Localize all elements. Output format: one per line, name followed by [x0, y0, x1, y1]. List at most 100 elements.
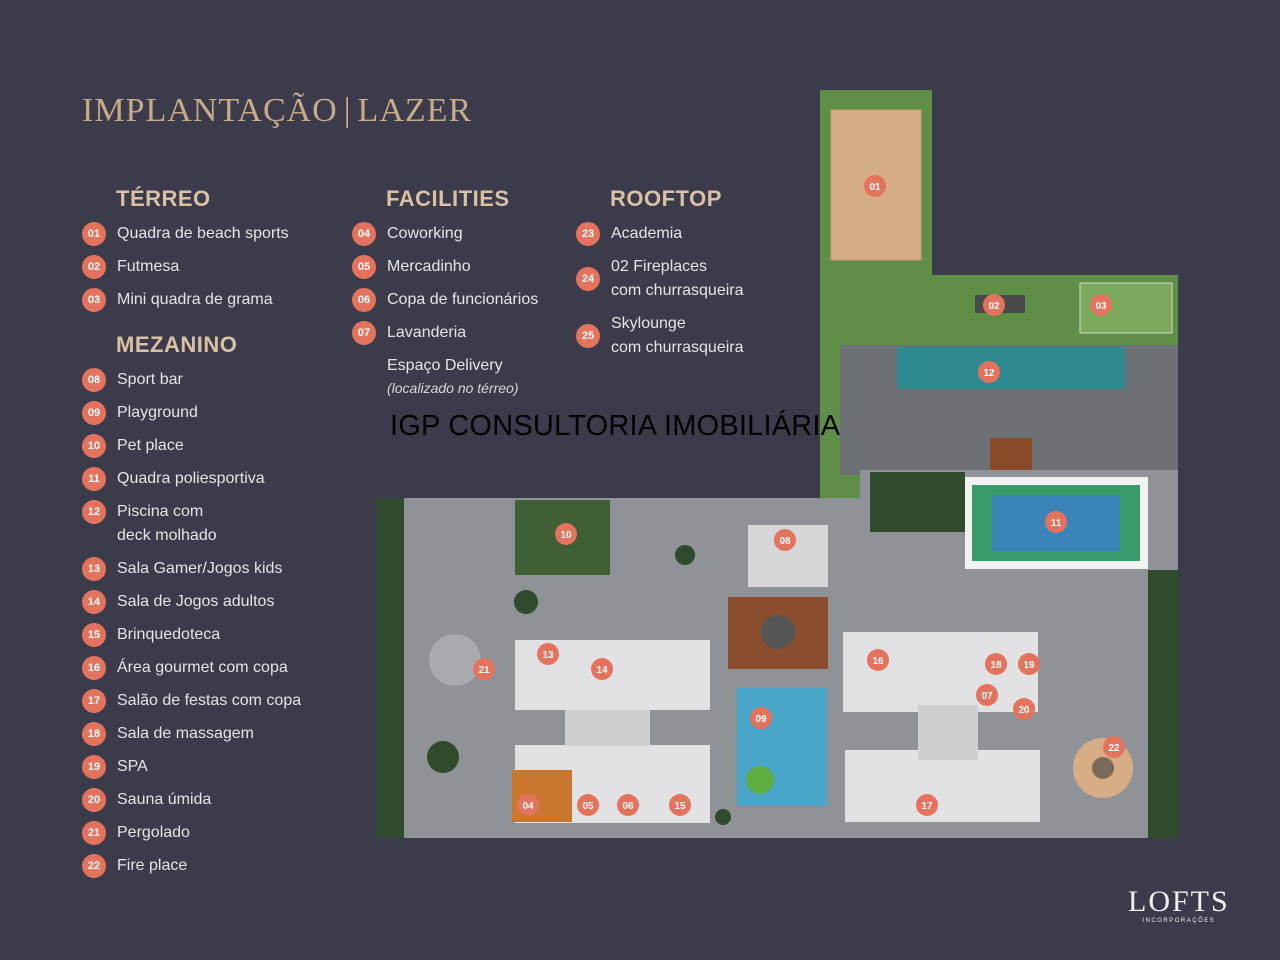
- legend-number-badge: 18: [82, 722, 106, 746]
- map-marker: 18: [985, 653, 1007, 675]
- legend-number-badge: 24: [576, 267, 600, 291]
- legend-label: Piscina com: [117, 503, 204, 520]
- legend-item: 02 Futmesa: [82, 255, 301, 279]
- legend-label: Skylounge: [611, 315, 686, 332]
- map-marker-label: 05: [582, 801, 594, 812]
- legend-number-badge: 21: [82, 821, 106, 845]
- tree: [675, 545, 695, 565]
- map-marker: 21: [473, 658, 495, 680]
- legend-label-line2: deck molhado: [117, 527, 217, 544]
- legend-item: 08 Sport bar: [82, 368, 301, 392]
- legend-item: 01 Quadra de beach sports: [82, 222, 301, 246]
- vegetation-north: [870, 472, 965, 532]
- legend-label: Sport bar: [117, 371, 183, 388]
- map-marker-label: 20: [1018, 705, 1030, 716]
- map-marker-label: 01: [869, 182, 881, 193]
- legend-label: Pet place: [117, 437, 184, 454]
- legend-number-badge: 04: [352, 222, 376, 246]
- title-right: LAZER: [357, 92, 473, 129]
- page-title: IMPLANTAÇÃO|LAZER: [82, 92, 472, 130]
- map-marker: 19: [1018, 653, 1040, 675]
- legend-column-left: TÉRREO 01 Quadra de beach sports 02 Futmes…: [82, 186, 301, 887]
- legend-number-badge: 10: [82, 434, 106, 458]
- map-marker-label: 07: [981, 691, 993, 702]
- legend-label: Playground: [117, 404, 198, 421]
- legend-item: 23 Academia: [576, 222, 744, 246]
- legend-label: Academia: [611, 225, 683, 242]
- map-marker-label: 12: [983, 368, 995, 379]
- legend-number-badge: 15: [82, 623, 106, 647]
- map-marker-label: 11: [1051, 518, 1062, 529]
- map-marker-label: 08: [779, 536, 791, 547]
- tree: [715, 809, 731, 825]
- mini-grass-court: [1079, 282, 1173, 334]
- legend-label: Copa de funcionários: [387, 291, 539, 308]
- map-marker-label: 04: [522, 801, 534, 812]
- section-heading-facilities: FACILITIES: [386, 186, 510, 211]
- map-marker: 02: [983, 294, 1005, 316]
- legend-number-badge: 25: [576, 324, 600, 348]
- legend-number-badge: 20: [82, 788, 106, 812]
- tree: [427, 741, 459, 773]
- legend-label: Sala Gamer/Jogos kids: [117, 560, 283, 577]
- brand-logo: LOFTS INCORPORAÇÕES: [1128, 885, 1230, 925]
- logo-name: LOFTS: [1128, 885, 1230, 918]
- map-marker-label: 22: [1108, 743, 1120, 754]
- map-marker: 09: [750, 707, 772, 729]
- map-marker: 13: [537, 643, 559, 665]
- section-heading-terreo: TÉRREO: [116, 186, 211, 211]
- title-left: IMPLANTAÇÃO: [82, 92, 338, 129]
- map-marker-label: 16: [872, 656, 884, 667]
- map-marker: 20: [1013, 698, 1035, 720]
- legend-label: Futmesa: [117, 258, 180, 275]
- section-heading-rooftop: ROOFTOP: [610, 186, 722, 211]
- map-marker: 11: [1045, 511, 1067, 533]
- legend-label-group: Piscina com deck molhado: [117, 500, 217, 548]
- legend-number-badge: 08: [82, 368, 106, 392]
- building-east-lower: [845, 750, 1040, 822]
- map-marker: 06: [617, 794, 639, 816]
- legend-number-badge: 02: [82, 255, 106, 279]
- map-marker-label: 15: [674, 801, 686, 812]
- map-marker-label: 21: [478, 665, 490, 676]
- map-marker-label: 06: [622, 801, 634, 812]
- legend-label: Fire place: [117, 857, 188, 874]
- legend-number-badge: 12: [82, 500, 106, 524]
- legend-number-badge: 11: [82, 467, 106, 491]
- legend-number-badge: 01: [82, 222, 106, 246]
- vegetation-east: [1148, 570, 1178, 838]
- legend-label: Sala de massagem: [117, 725, 254, 742]
- central-deck-planter: [761, 615, 795, 649]
- title-separator: |: [343, 92, 352, 129]
- legend-label: SPA: [117, 758, 148, 775]
- legend-number-badge: 05: [352, 255, 376, 279]
- legend-number-badge: 23: [576, 222, 600, 246]
- legend-label: 02 Fireplaces: [611, 258, 708, 275]
- legend-list-mezanino: 08 Sport bar 09 Playground 10 Pet place 11 Q…: [82, 368, 301, 878]
- legend-label: Pergolado: [117, 824, 190, 841]
- pool: [897, 347, 1125, 389]
- legend-label: Quadra de beach sports: [117, 225, 289, 242]
- map-marker: 15: [669, 794, 691, 816]
- delivery-note-title: Espaço Delivery: [387, 357, 503, 374]
- map-marker: 01: [864, 175, 886, 197]
- legend-number-badge: 09: [82, 401, 106, 425]
- map-marker: 10: [555, 523, 577, 545]
- legend-label: Quadra poliesportiva: [117, 470, 265, 487]
- map-marker: 12: [978, 361, 1000, 383]
- map-marker: 05: [577, 794, 599, 816]
